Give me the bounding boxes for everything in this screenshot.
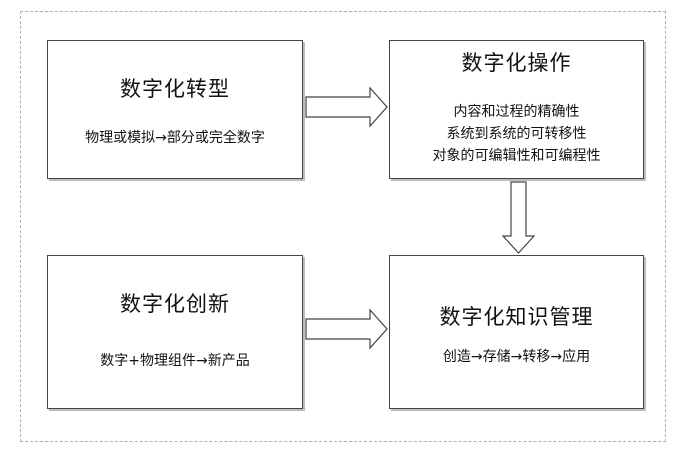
box-title: 数字化知识管理 xyxy=(439,305,594,329)
arrow-right-top xyxy=(305,86,388,128)
box-text-line: 数字+物理组件→新产品 xyxy=(100,353,250,369)
dashed-frame xyxy=(20,11,666,442)
box-title: 数字化创新 xyxy=(120,292,230,316)
box-text-line: 系统到系统的可转移性 xyxy=(446,126,587,142)
box-text-line: 物理或模拟→部分或完全数字 xyxy=(85,130,265,146)
box-title: 数字化操作 xyxy=(461,51,572,75)
box-text-line: 创造→存储→转移→应用 xyxy=(442,349,591,365)
box-text-line: 内容和过程的精确性 xyxy=(453,104,580,120)
box-digital-transformation: 数字化转型 物理或模拟→部分或完全数字 xyxy=(47,40,303,179)
box-digital-knowledge-management: 数字化知识管理 创造→存储→转移→应用 xyxy=(389,255,644,409)
box-digital-operation: 数字化操作 内容和过程的精确性 系统到系统的可转移性 对象的可编辑性和可编程性 xyxy=(389,40,644,179)
arrow-right-bottom xyxy=(305,308,388,350)
box-digital-innovation: 数字化创新 数字+物理组件→新产品 xyxy=(47,255,303,409)
box-text-line: 对象的可编辑性和可编程性 xyxy=(432,148,601,164)
box-title: 数字化转型 xyxy=(120,77,230,101)
arrow-down-right xyxy=(501,181,536,254)
